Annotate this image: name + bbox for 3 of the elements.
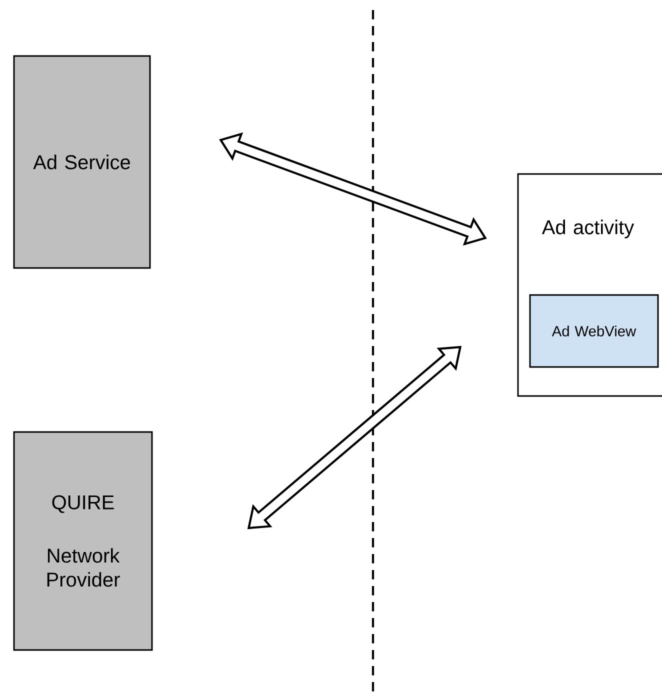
provider-box: QUIRE Network Provider <box>13 431 153 651</box>
webview-box: Ad WebView <box>529 294 659 368</box>
service-box: Ad Service <box>13 55 151 269</box>
